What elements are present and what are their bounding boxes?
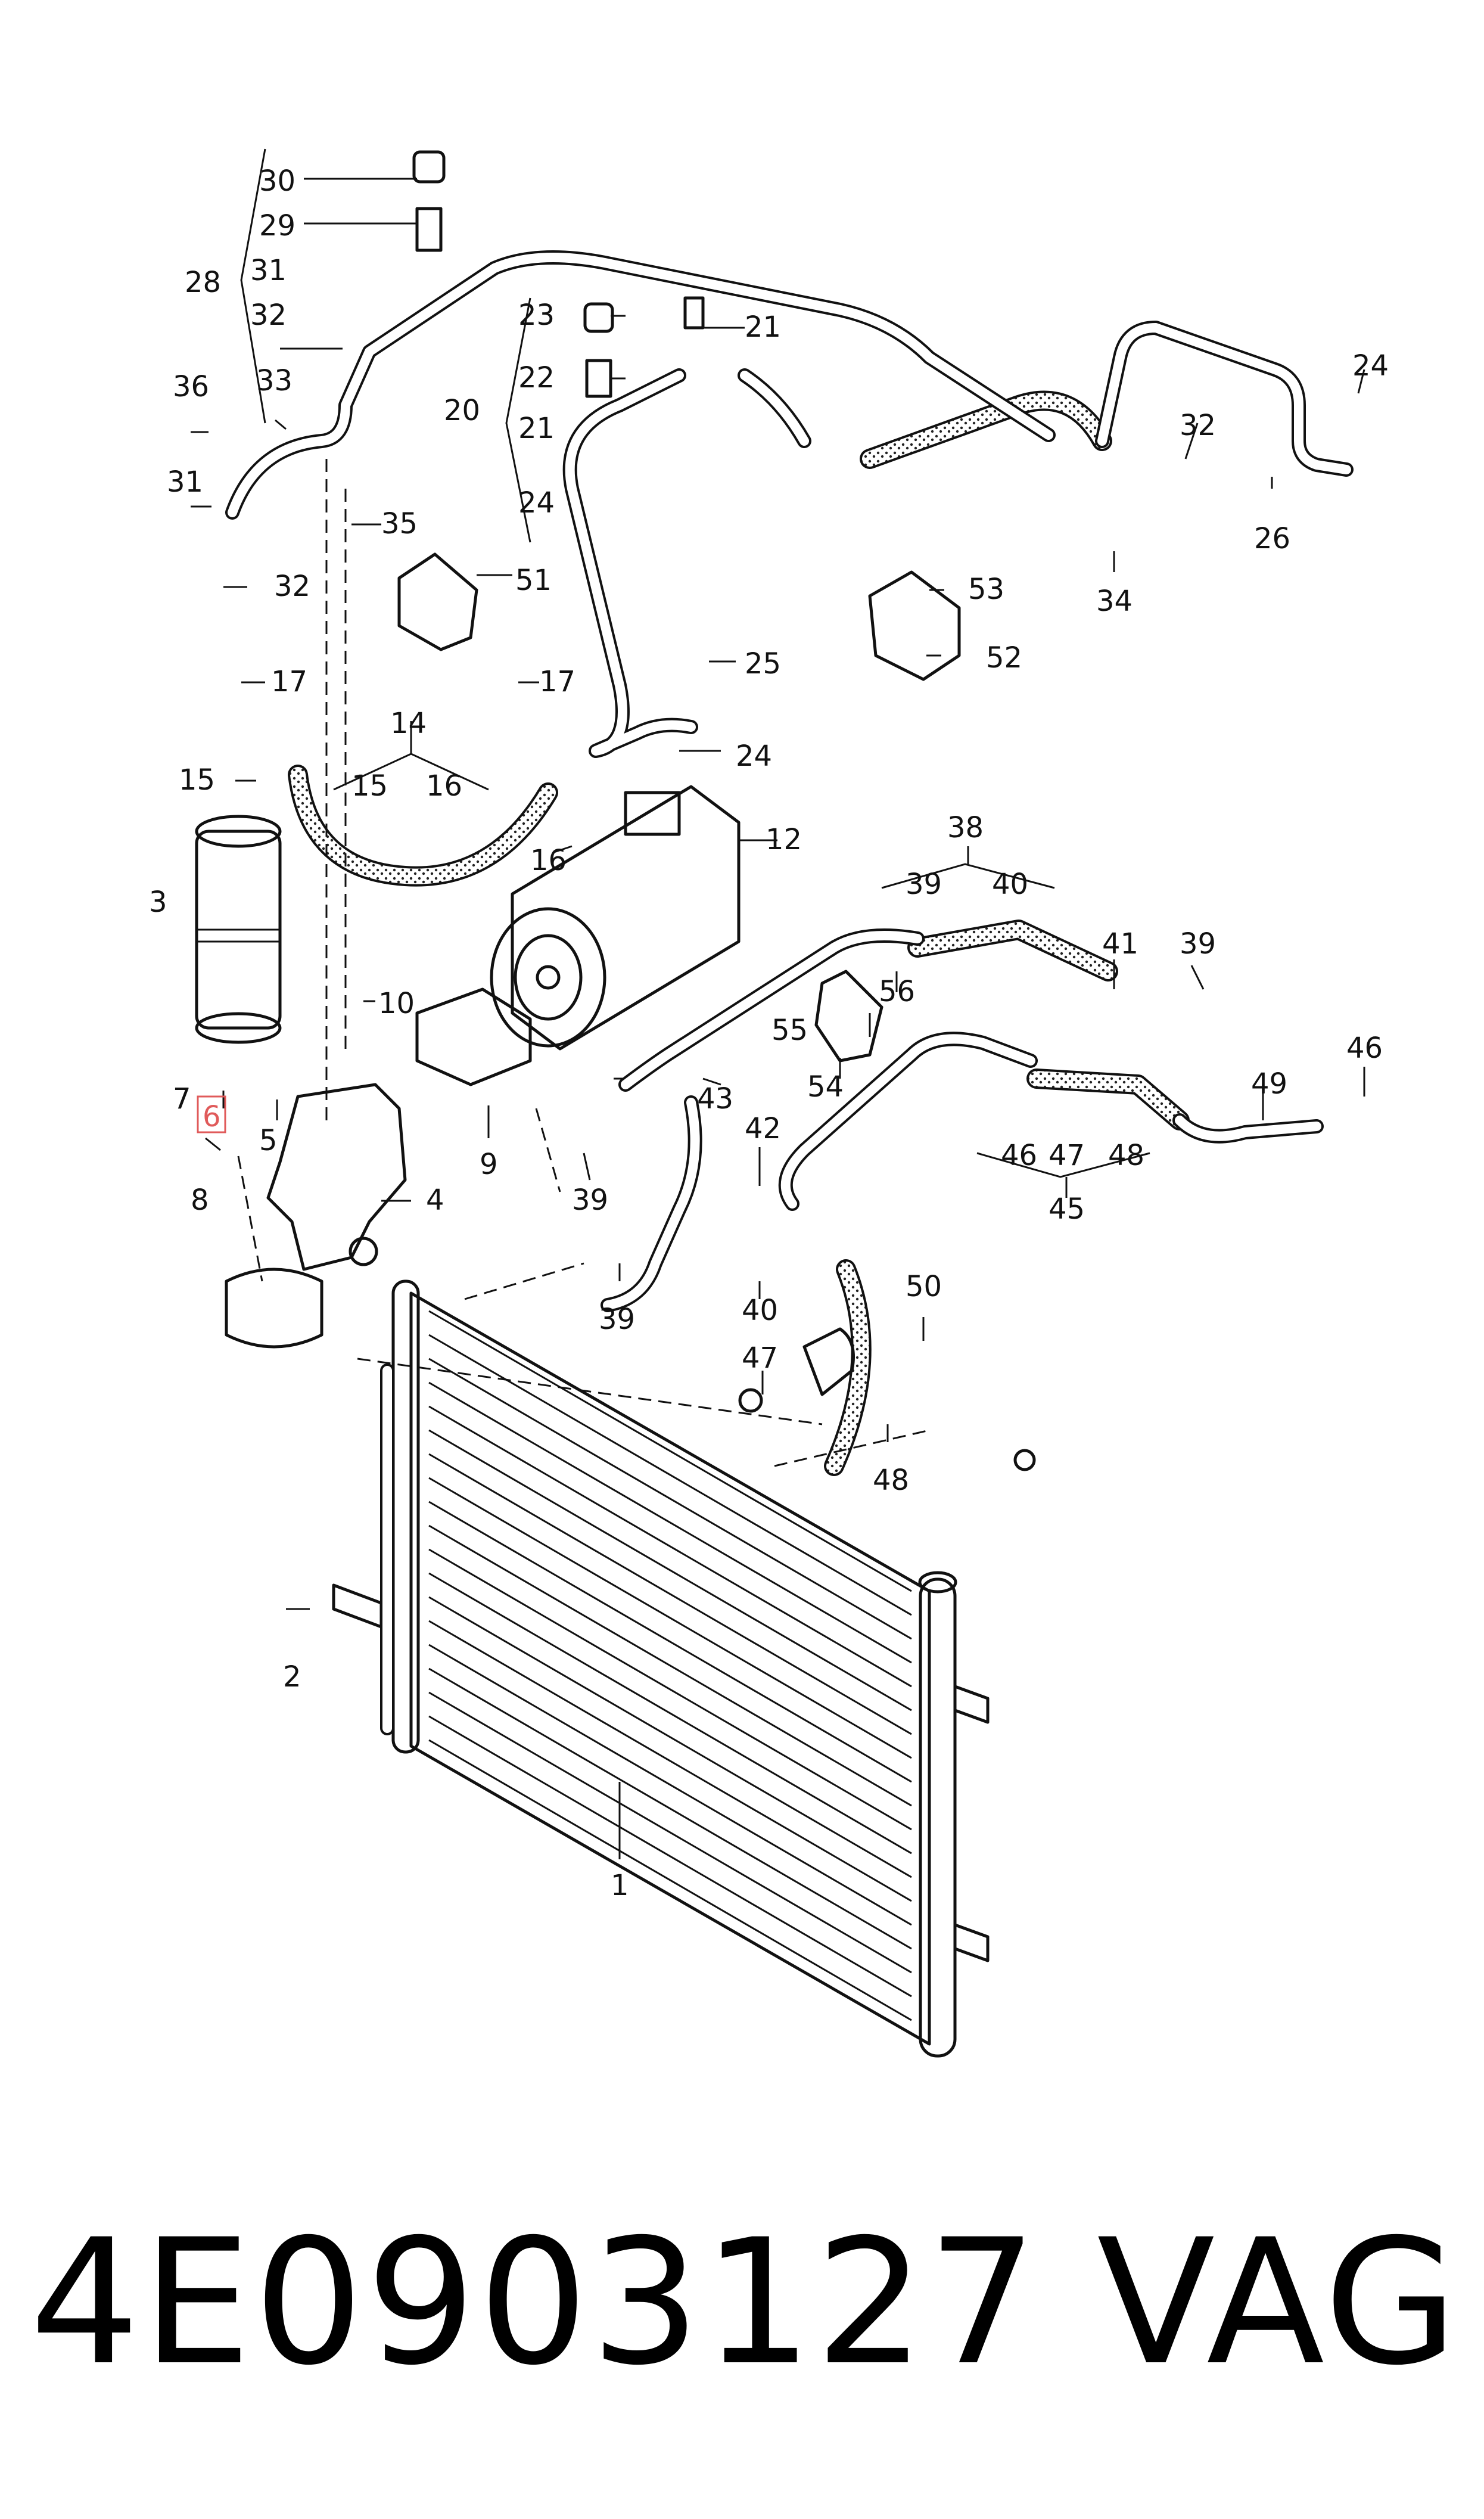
callout-40b[interactable]: 40 xyxy=(742,1294,778,1327)
callout-22[interactable]: 22 xyxy=(518,361,555,395)
callout-33[interactable]: 33 xyxy=(256,364,293,397)
callout-20[interactable]: 20 xyxy=(444,394,480,427)
callout-21b[interactable]: 21 xyxy=(518,412,555,445)
callout-28[interactable]: 28 xyxy=(185,266,221,299)
callout-40a[interactable]: 40 xyxy=(992,868,1028,901)
callout-17a[interactable]: 17 xyxy=(271,665,307,698)
callout-32a[interactable]: 32 xyxy=(250,299,287,332)
callout-16b[interactable]: 16 xyxy=(530,844,567,877)
callout-35[interactable]: 35 xyxy=(381,507,418,541)
callout-47b[interactable]: 47 xyxy=(742,1341,778,1375)
callout-7[interactable]: 7 xyxy=(173,1082,191,1116)
reference-lines xyxy=(237,459,930,1467)
callout-12[interactable]: 12 xyxy=(766,823,802,856)
callout-24c[interactable]: 24 xyxy=(736,740,772,773)
callout-51[interactable]: 51 xyxy=(515,564,552,597)
callout-30[interactable]: 30 xyxy=(259,164,295,198)
callout-16a[interactable]: 16 xyxy=(426,769,462,803)
callout-24b[interactable]: 24 xyxy=(518,486,555,520)
callout-labels: 1 2 3 4 5 6 7 8 9 10 12 14 15 15 16 16 1… xyxy=(149,164,1389,1902)
callout-3[interactable]: 3 xyxy=(149,886,167,919)
compressor xyxy=(490,785,741,1051)
callout-15a[interactable]: 15 xyxy=(179,763,215,797)
callout-48a[interactable]: 48 xyxy=(1108,1139,1144,1172)
receiver-drier xyxy=(195,815,282,1044)
callout-6[interactable]: 6 xyxy=(203,1100,221,1133)
callout-29[interactable]: 29 xyxy=(259,209,295,243)
callout-31b[interactable]: 31 xyxy=(167,465,203,499)
callout-21a[interactable]: 21 xyxy=(745,310,781,344)
callout-4[interactable]: 4 xyxy=(426,1184,444,1217)
condenser-fins xyxy=(428,1310,912,2021)
callout-17b[interactable]: 17 xyxy=(539,665,575,698)
callout-24a[interactable]: 24 xyxy=(1352,349,1389,383)
callout-39a[interactable]: 39 xyxy=(906,868,942,901)
callout-6-highlight xyxy=(197,1095,226,1133)
callout-46b[interactable]: 46 xyxy=(1001,1139,1037,1172)
callout-14[interactable]: 14 xyxy=(390,707,427,740)
callout-49[interactable]: 49 xyxy=(1251,1067,1287,1101)
parts-diagram: 1 2 3 4 5 6 7 8 9 10 12 14 15 15 16 16 1… xyxy=(149,148,1389,2058)
callout-25[interactable]: 25 xyxy=(745,647,781,681)
callout-54[interactable]: 54 xyxy=(807,1070,844,1104)
condenser xyxy=(332,1279,990,2058)
callout-9[interactable]: 9 xyxy=(480,1148,498,1181)
callout-1[interactable]: 1 xyxy=(611,1869,629,1902)
callout-39d[interactable]: 39 xyxy=(599,1303,635,1336)
callout-23[interactable]: 23 xyxy=(518,299,555,332)
callout-39b[interactable]: 39 xyxy=(1180,927,1216,961)
callout-53[interactable]: 53 xyxy=(968,573,1004,606)
callout-32b[interactable]: 32 xyxy=(274,570,310,603)
brand-name: VAG xyxy=(1097,2203,1460,2403)
callout-55[interactable]: 55 xyxy=(771,1014,808,1047)
callout-43[interactable]: 43 xyxy=(697,1082,733,1116)
part-number: 4E0903127 xyxy=(30,2203,1040,2403)
callout-42[interactable]: 42 xyxy=(745,1112,781,1145)
callout-31a[interactable]: 31 xyxy=(250,254,287,287)
callout-36[interactable]: 36 xyxy=(173,370,209,403)
callout-8[interactable]: 8 xyxy=(191,1184,209,1217)
callout-32c[interactable]: 32 xyxy=(1180,409,1216,442)
callout-41[interactable]: 41 xyxy=(1102,927,1138,961)
callout-26[interactable]: 26 xyxy=(1254,522,1290,555)
callout-56[interactable]: 56 xyxy=(879,975,915,1008)
callout-48b[interactable]: 48 xyxy=(873,1464,909,1497)
callout-2[interactable]: 2 xyxy=(283,1660,301,1694)
callout-50[interactable]: 50 xyxy=(906,1270,942,1303)
callout-45[interactable]: 45 xyxy=(1049,1192,1085,1226)
callout-15b[interactable]: 15 xyxy=(351,769,388,803)
callout-5[interactable]: 5 xyxy=(259,1124,278,1157)
callout-38[interactable]: 38 xyxy=(947,811,984,844)
callout-47a[interactable]: 47 xyxy=(1049,1139,1085,1172)
callout-52[interactable]: 52 xyxy=(986,641,1022,675)
leader-lines xyxy=(191,148,1365,1859)
callout-39c[interactable]: 39 xyxy=(572,1184,608,1217)
callout-10[interactable]: 10 xyxy=(378,987,415,1020)
flexible-hoses xyxy=(288,390,1190,1476)
callout-34[interactable]: 34 xyxy=(1096,585,1133,618)
refrigerant-pipes xyxy=(225,250,1354,1312)
callout-46a[interactable]: 46 xyxy=(1346,1032,1383,1065)
mounting-bracket xyxy=(225,1083,407,1349)
